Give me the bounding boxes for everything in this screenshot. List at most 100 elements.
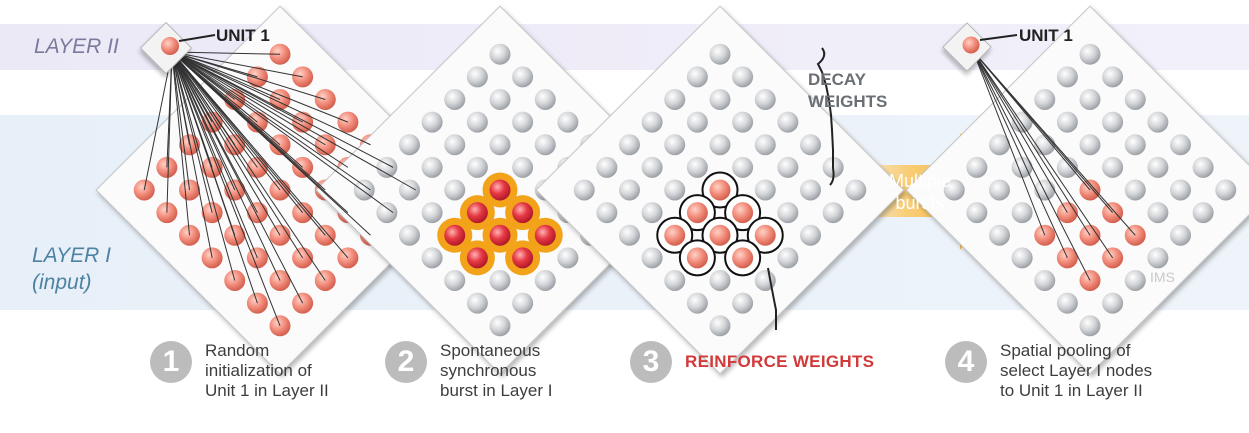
weight-connection	[972, 50, 1091, 236]
node	[466, 202, 488, 224]
step-2-number: 2	[385, 341, 427, 383]
node	[421, 247, 443, 269]
node	[732, 247, 754, 269]
node	[1056, 111, 1078, 133]
node	[686, 247, 708, 269]
node	[1102, 156, 1124, 178]
weight-connection	[171, 51, 258, 259]
node	[1056, 156, 1078, 178]
node	[466, 111, 488, 133]
unit1-leader-line	[178, 34, 216, 42]
weight-connection	[171, 51, 236, 100]
node	[686, 292, 708, 314]
node	[534, 134, 556, 156]
node	[557, 247, 579, 269]
node	[512, 111, 534, 133]
node	[398, 179, 420, 201]
node	[709, 43, 731, 65]
node	[709, 179, 731, 201]
node	[641, 247, 663, 269]
node	[489, 270, 511, 292]
weight-connection	[171, 51, 281, 281]
node	[664, 88, 686, 110]
weight-connection	[171, 51, 304, 304]
node	[512, 202, 534, 224]
node	[1102, 292, 1124, 314]
node	[732, 66, 754, 88]
node	[489, 315, 511, 337]
weight-connection	[972, 50, 1136, 236]
node	[466, 247, 488, 269]
weight-connection	[972, 50, 1068, 259]
weight-connection	[171, 51, 281, 326]
node	[1011, 202, 1033, 224]
arrow-label-line2: bursts	[895, 193, 944, 213]
node	[800, 179, 822, 201]
node	[1079, 88, 1101, 110]
node	[573, 179, 595, 201]
node	[1215, 179, 1237, 201]
weight-connection	[171, 51, 371, 191]
step-4-caption: Spatial pooling of select Layer I nodes …	[1000, 341, 1249, 401]
node	[512, 247, 534, 269]
node	[1147, 111, 1169, 133]
node	[943, 179, 965, 201]
node	[1147, 202, 1169, 224]
node	[1124, 179, 1146, 201]
node	[534, 88, 556, 110]
node	[489, 88, 511, 110]
step-1-number: 1	[150, 341, 192, 383]
weight-connection	[171, 51, 349, 123]
node	[557, 111, 579, 133]
node	[1102, 66, 1124, 88]
layer-i-label: LAYER I	[32, 244, 111, 267]
node	[777, 202, 799, 224]
weight-connection	[171, 51, 326, 281]
node	[444, 134, 466, 156]
node	[1170, 134, 1192, 156]
weight-connection	[171, 51, 281, 100]
node	[1056, 292, 1078, 314]
step-3-caption: REINFORCE WEIGHTS	[685, 352, 935, 372]
node	[988, 179, 1010, 201]
weight-connection	[972, 50, 1091, 281]
weight-connection	[972, 50, 1046, 236]
node	[966, 156, 988, 178]
node	[709, 315, 731, 337]
weight-connection	[972, 50, 1068, 213]
node	[1147, 156, 1169, 178]
node	[421, 111, 443, 133]
node	[444, 224, 466, 246]
node	[466, 156, 488, 178]
node	[512, 292, 534, 314]
node	[754, 88, 776, 110]
step-1-caption: Random initialization of Unit 1 in Layer…	[205, 341, 455, 401]
step-2-line-1: Spontaneous	[440, 341, 541, 360]
node	[777, 111, 799, 133]
arrow-label-line1: Multiple	[889, 171, 951, 191]
node	[1192, 202, 1214, 224]
node	[444, 179, 466, 201]
reinforce-leader-line	[767, 267, 777, 330]
node	[966, 202, 988, 224]
node	[1124, 134, 1146, 156]
node	[777, 247, 799, 269]
node	[1079, 134, 1101, 156]
step-3-line-1: REINFORCE WEIGHTS	[685, 352, 875, 371]
step-1-line-2: initialization of	[205, 361, 312, 380]
node	[664, 270, 686, 292]
node	[754, 224, 776, 246]
weight-connection	[171, 50, 303, 78]
weight-connection	[171, 51, 349, 259]
unit1-right	[942, 22, 1018, 72]
node	[1170, 224, 1192, 246]
node	[534, 270, 556, 292]
weight-connection	[171, 51, 417, 191]
step-4-line-2: select Layer I nodes	[1000, 361, 1153, 380]
weight-connection	[171, 51, 303, 123]
weight-connection	[171, 51, 394, 214]
node	[398, 224, 420, 246]
step-3-number: 3	[630, 341, 672, 383]
node	[421, 202, 443, 224]
